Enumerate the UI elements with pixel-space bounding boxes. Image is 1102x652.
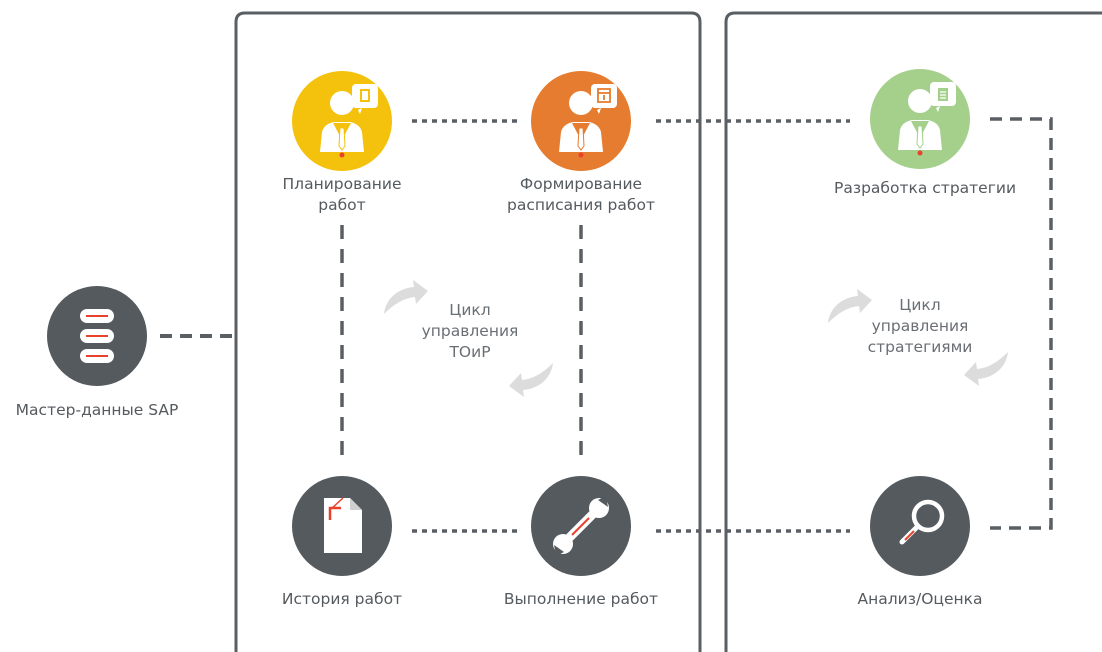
person-calendar-icon: [559, 84, 617, 158]
wrench-icon: [553, 496, 609, 556]
cycle-arrow-strategy-upper: [828, 289, 872, 323]
cycle-arrow-strategy-lower: [964, 352, 1008, 386]
history-label: История работ: [281, 590, 403, 608]
cycle-arrow-upper-left: [384, 280, 428, 314]
maintenance-cycle-line1: Цикл: [449, 301, 491, 319]
strategy-cycle-frame: [724, 11, 1102, 652]
strategy-cycle-line1: Цикл: [899, 296, 941, 314]
execution-label: Выполнение работ: [503, 590, 659, 608]
person-document-icon: [320, 84, 378, 158]
strategy-cycle-line2: управления: [871, 317, 969, 335]
analysis-label: Анализ/Оценка: [857, 590, 983, 608]
planning-label-line2: работ: [318, 196, 366, 214]
maintenance-cycle-label: Цикл управления ТОиР: [407, 300, 533, 363]
scheduling-label-line2: расписания работ: [507, 196, 655, 214]
magnifier-icon: [899, 499, 945, 545]
master-data-label: Мастер-данные SAP: [15, 401, 179, 419]
database-icon: [80, 309, 114, 363]
master-data-node[interactable]: [47, 286, 147, 386]
strategy-cycle-line3: стратегиями: [867, 338, 973, 356]
scheduling-label-line1: Формирование: [519, 175, 643, 193]
history-node[interactable]: [292, 476, 392, 576]
cycle-arrow-lower-right: [509, 363, 553, 397]
planning-label: Планирование работ: [262, 174, 422, 216]
analysis-node[interactable]: [870, 476, 970, 576]
maintenance-cycle-frame: [234, 11, 702, 652]
planning-label-line1: Планирование: [282, 175, 402, 193]
strategy-node[interactable]: [870, 69, 970, 169]
planning-node[interactable]: [292, 71, 392, 171]
person-clipboard-icon: [898, 82, 956, 156]
maintenance-cycle-line2: управления: [421, 322, 519, 340]
connector-strategy-analysis-loop: [990, 117, 1053, 530]
scheduling-label: Формирование расписания работ: [491, 174, 671, 216]
scheduling-node[interactable]: [531, 71, 631, 171]
strategy-label: Разработка стратегии: [833, 179, 1017, 197]
strategy-cycle-label: Цикл управления стратегиями: [850, 295, 990, 358]
document-icon: [324, 497, 362, 553]
execution-node[interactable]: [531, 476, 631, 576]
maintenance-cycle-line3: ТОиР: [449, 343, 491, 361]
